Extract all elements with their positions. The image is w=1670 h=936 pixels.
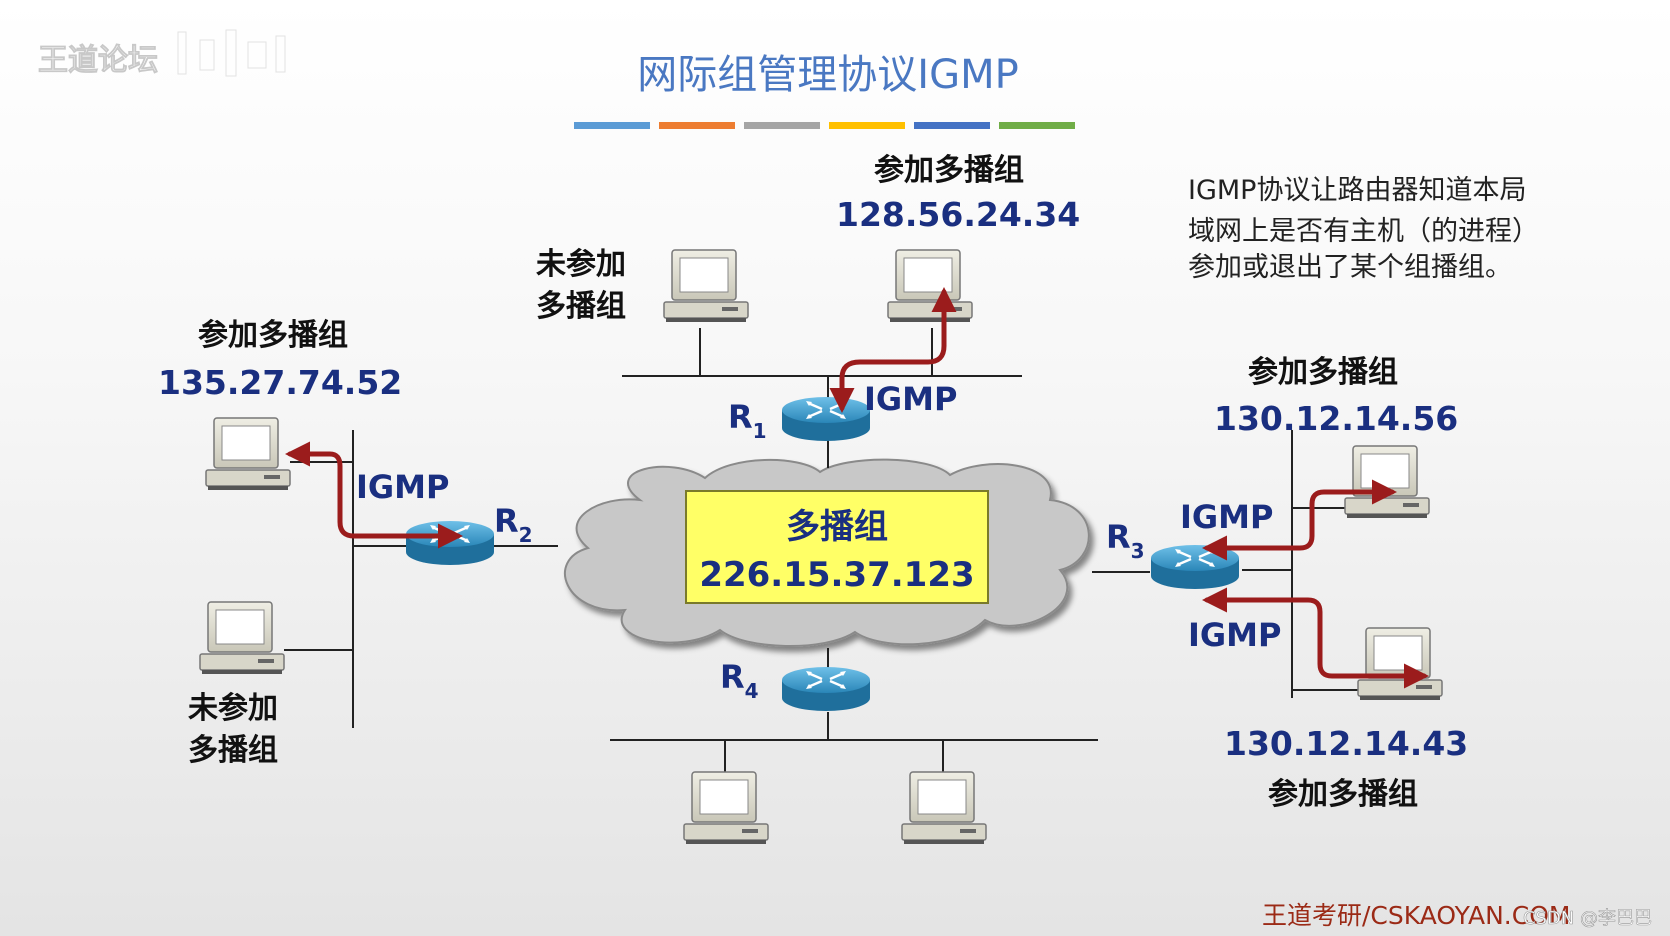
router-r2-label: R2 [494,502,533,547]
router-r1-label: R1 [728,398,767,443]
credit-text: CSDN @李巴巴 [1523,908,1652,929]
right-top-joined-label: 参加多播组 [1248,355,1398,390]
router-r4-label: R4 [720,658,759,703]
router-icon [404,519,496,567]
left-joined-label: 参加多播组 [198,318,348,353]
title-bar-segment [999,122,1075,129]
top-joined-label: 参加多播组 [874,153,1024,188]
page-title: 网际组管理协议IGMP [637,52,1018,98]
top-not-joined-line-2: 多播组 [536,289,626,324]
left-not-joined-line-2: 多播组 [188,733,278,768]
igmp-label-r2: IGMP [356,468,449,506]
note-line-3: 参加或退出了某个组播组。 [1188,252,1512,283]
title-bar-segment [829,122,905,129]
computer-icon [901,771,987,845]
title-bar-segment [659,122,735,129]
left-joined-ip: 135.27.74.52 [158,363,402,402]
igmp-label-r3-top: IGMP [1180,498,1273,536]
title-bar-segment [744,122,820,129]
multicast-group-label: 多播组 [786,507,888,547]
title-color-bar [574,122,1075,129]
right-top-ip: 130.12.14.56 [1214,399,1458,438]
computer-icon [199,601,285,675]
router-icon [780,395,872,443]
note-line-1: IGMP协议让路由器知道本局 [1188,175,1526,206]
right-bottom-joined-label: 参加多播组 [1268,777,1418,812]
watermark-text: 王道论坛 [38,43,158,78]
igmp-label-r1: IGMP [864,380,957,418]
title-bar-segment [914,122,990,129]
right-bottom-ip: 130.12.14.43 [1224,724,1468,763]
router-r3-label: R3 [1106,518,1145,563]
top-joined-ip: 128.56.24.34 [836,195,1080,234]
title-bar-segment [574,122,650,129]
multicast-group-address: 226.15.37.123 [699,555,974,595]
router-icon [1149,543,1241,591]
left-not-joined-line-1: 未参加 [188,691,278,726]
computer-icon [1344,445,1430,519]
multicast-group-box: 多播组 226.15.37.123 [685,490,989,604]
computer-icon [663,249,749,323]
igmp-arrows [285,287,1429,689]
router-icon [780,665,872,713]
footer-text: 王道考研/CSKAOYAN.COM [1262,901,1570,930]
note-line-2: 域网上是否有主机（的进程） [1188,216,1539,247]
top-not-joined-line-1: 未参加 [536,247,626,282]
computer-icon [683,771,769,845]
computer-icon [1357,627,1443,701]
igmp-label-r3-bottom: IGMP [1188,616,1281,654]
watermark-brush-strokes [177,29,286,77]
computer-icon [205,417,291,491]
computer-icon [887,249,973,323]
